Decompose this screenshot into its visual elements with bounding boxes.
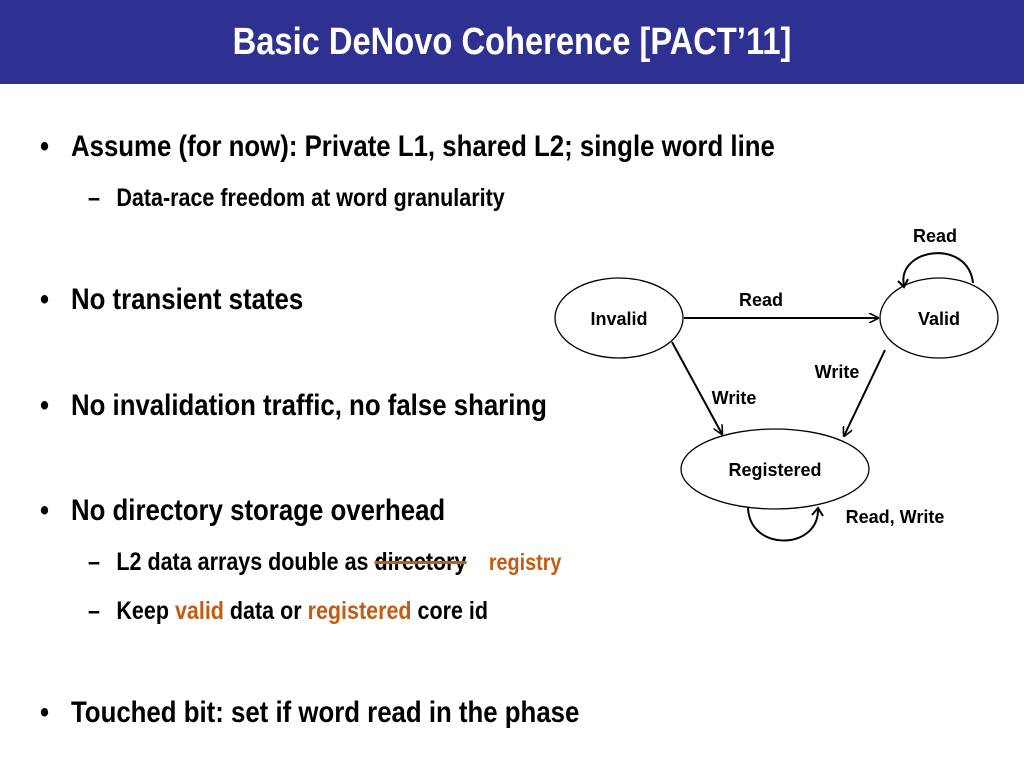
bullet-assume: • Assume (for now): Private L1, shared L2… [40, 130, 775, 164]
sub-bullet-prefix: L2 data arrays double as [116, 548, 375, 576]
state-label-invalid: Invalid [590, 309, 647, 329]
struck-word-directory: directory [374, 548, 467, 576]
state-invalid [554, 277, 684, 359]
transition-label-invalid-registered: Write [712, 388, 757, 408]
title-bar [0, 0, 1024, 84]
bullet-text: No directory storage overhead [70, 494, 446, 527]
highlight-valid: valid [174, 597, 224, 625]
dash-marker: – [88, 184, 100, 212]
bullet-marker: • [40, 494, 50, 527]
bullet-text: No transient states [70, 283, 304, 316]
transition-valid-to-registered [844, 349, 886, 436]
sub-bullet-mid: data or [223, 597, 308, 625]
sub-bullet-text: Data-race freedom at word granularity [116, 184, 505, 212]
bullet-marker: • [40, 130, 50, 163]
transition-registered-self-loop [747, 507, 819, 542]
sub-bullet-prefix: Keep [116, 597, 175, 625]
replacement-word-registry: registry [488, 549, 562, 575]
state-valid [879, 277, 999, 359]
bullet-no-invalidation: • No invalidation traffic, no false shari… [40, 389, 547, 423]
self-loop-arrowhead [897, 278, 909, 289]
transition-label-valid-registered: Write [815, 362, 860, 382]
transition-label-invalid-valid: Read [739, 290, 783, 310]
state-registered [680, 428, 870, 510]
bullet-marker: • [40, 696, 50, 729]
highlight-registered: registered [307, 597, 412, 625]
sub-bullet-suffix: core id [411, 597, 489, 625]
bullet-no-transient: • No transient states [40, 283, 303, 317]
transition-valid-self-loop [902, 252, 974, 287]
bullet-text: Touched bit: set if word read in the pha… [70, 696, 580, 729]
slide-title: Basic DeNovo Coherence [PACT’11] [232, 21, 792, 63]
transition-invalid-to-registered [671, 341, 722, 434]
sub-bullet-data-race: –Data-race freedom at word granularity [88, 184, 505, 213]
transition-label-valid-self: Read [913, 226, 957, 246]
dash-marker: – [88, 548, 100, 576]
bullet-text: Assume (for now): Private L1, shared L2;… [70, 130, 775, 163]
dash-marker: – [88, 597, 100, 625]
state-label-valid: Valid [918, 309, 960, 329]
bullet-touched-bit: • Touched bit: set if word read in the ph… [40, 696, 579, 730]
state-label-registered: Registered [728, 460, 821, 480]
bullet-text: No invalidation traffic, no false sharin… [70, 389, 547, 422]
sub-bullet-l2-arrays: –L2 data arrays double as directory regis… [88, 548, 561, 577]
bullet-marker: • [40, 389, 50, 422]
transition-label-registered-self: Read, Write [846, 507, 945, 527]
bullet-marker: • [40, 283, 50, 316]
sub-bullet-keep-valid: –Keep valid data or registered core id [88, 597, 488, 626]
bullet-no-directory: • No directory storage overhead [40, 494, 445, 528]
self-loop-arrowhead [811, 506, 824, 517]
